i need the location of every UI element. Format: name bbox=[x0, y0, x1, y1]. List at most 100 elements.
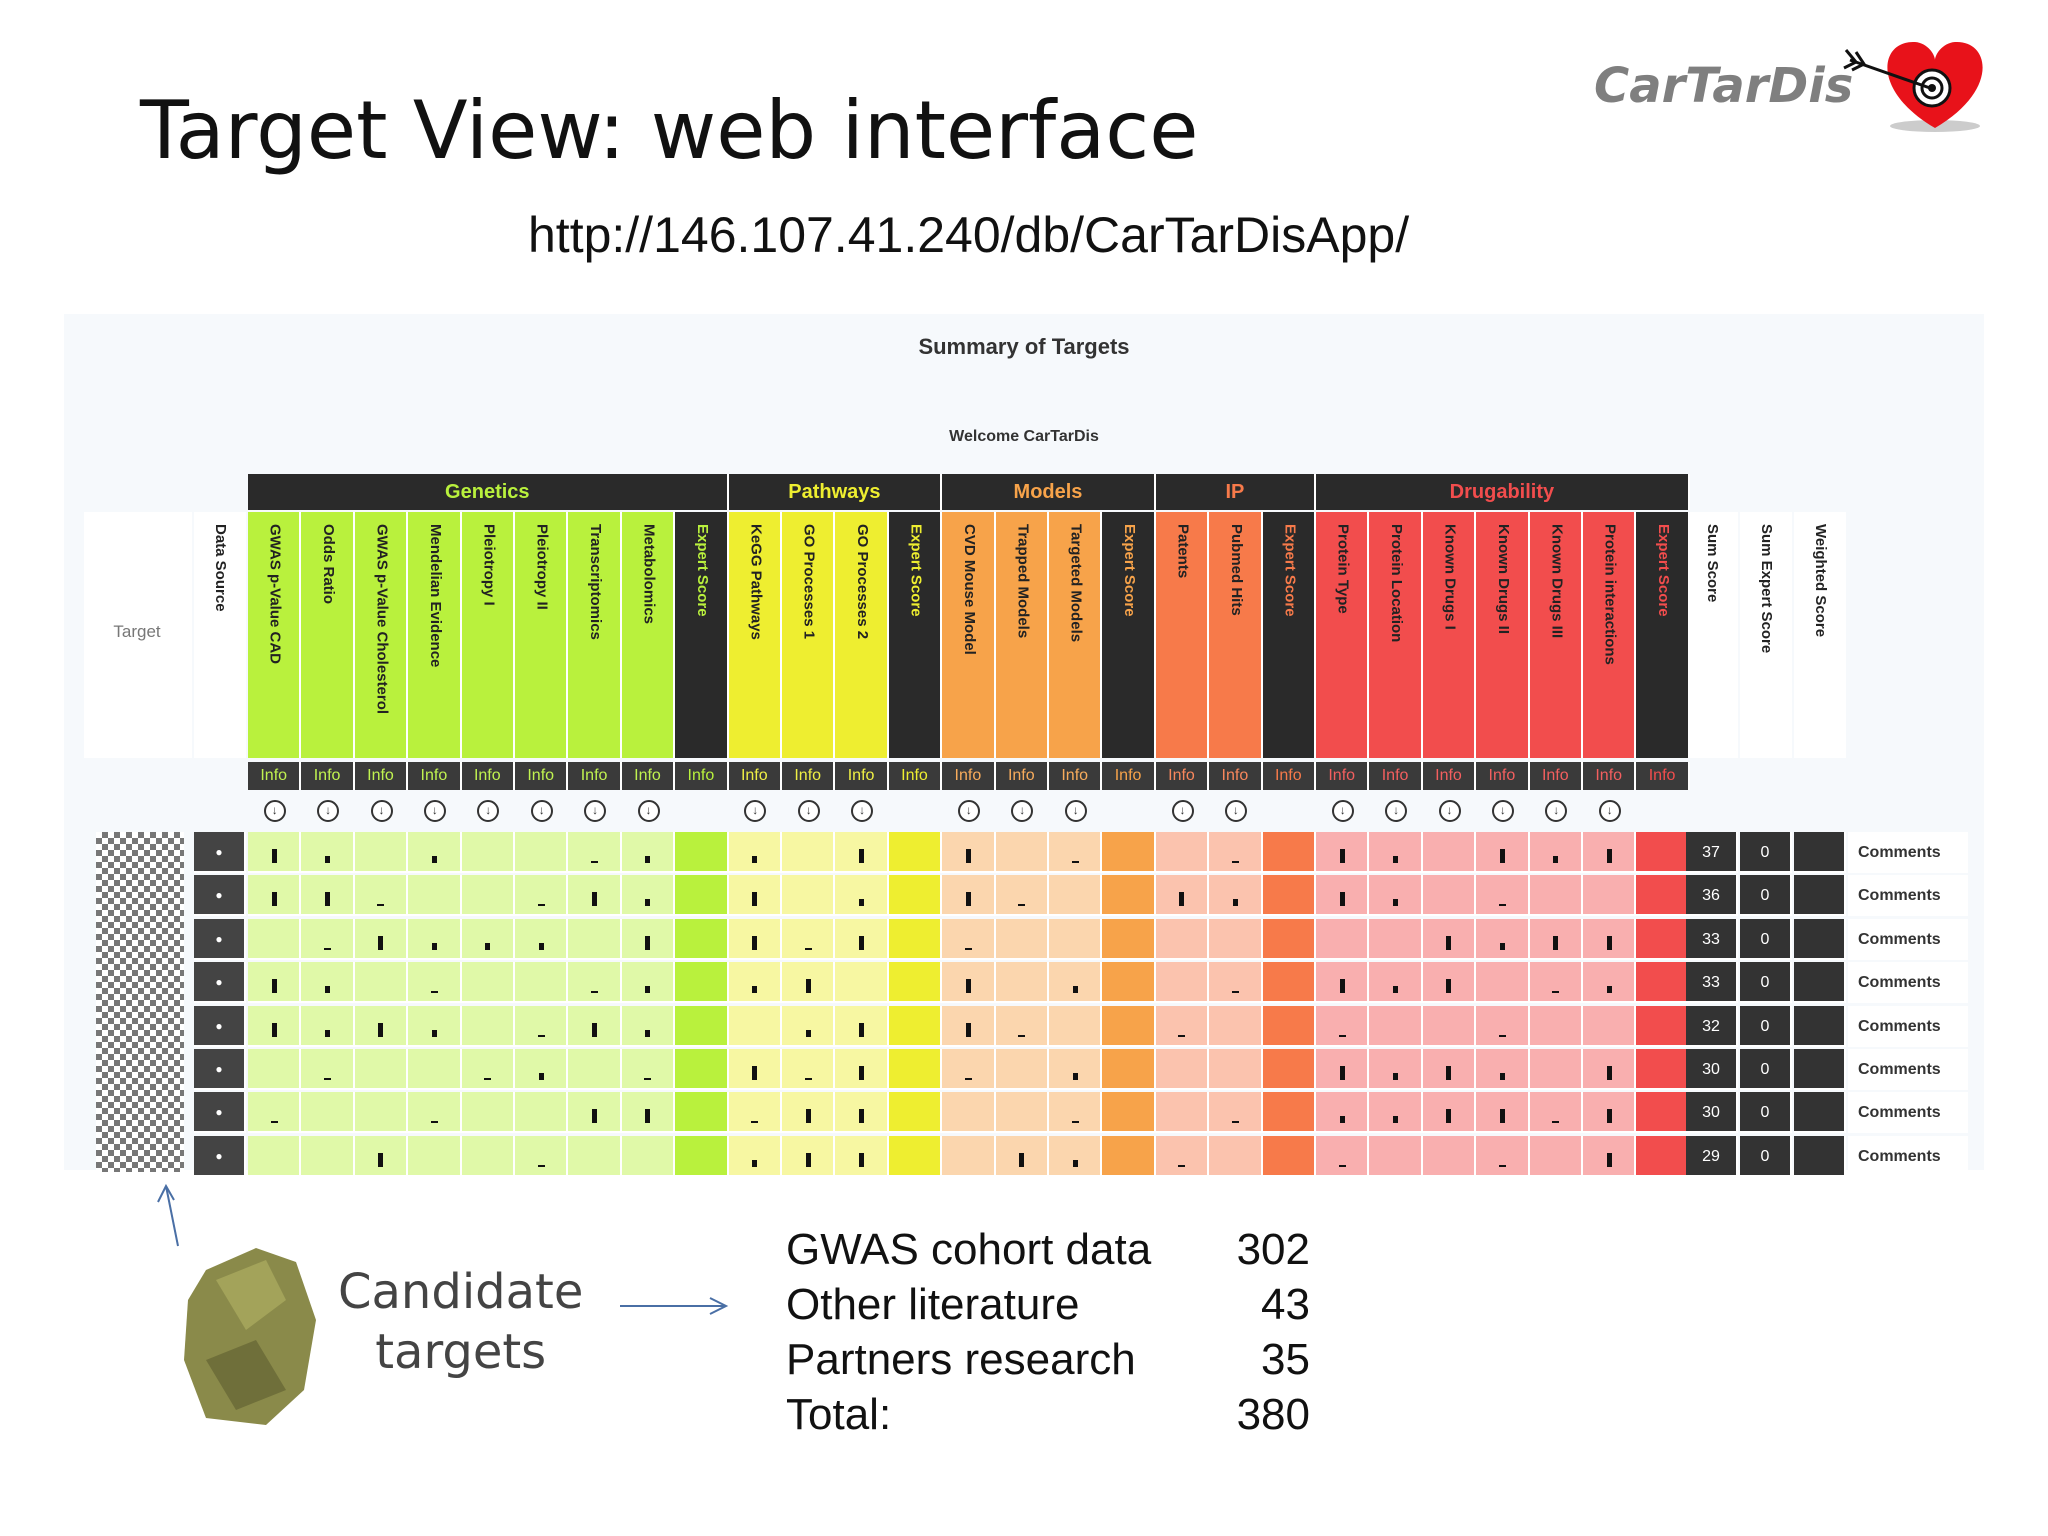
info-link[interactable]: Info bbox=[835, 762, 889, 790]
download-icon[interactable]: ↓ bbox=[957, 800, 980, 822]
download-icon[interactable]: ↓ bbox=[1224, 800, 1247, 822]
data-source-cell[interactable]: ● bbox=[194, 1092, 246, 1134]
weighted-score-cell bbox=[1794, 1005, 1846, 1047]
score-bar bbox=[965, 1022, 971, 1037]
comments-link[interactable]: Comments bbox=[1848, 962, 1968, 1004]
download-icon[interactable]: ↓ bbox=[1598, 800, 1621, 822]
score-bar bbox=[805, 1029, 811, 1037]
data-source-cell[interactable]: ● bbox=[194, 875, 246, 917]
download-icon[interactable]: ↓ bbox=[477, 800, 500, 822]
download-icon[interactable]: ↓ bbox=[263, 800, 286, 822]
info-link[interactable]: Info bbox=[1583, 762, 1637, 790]
info-link[interactable]: Info bbox=[1422, 762, 1477, 790]
info-link[interactable]: Info bbox=[782, 762, 836, 790]
info-link[interactable]: Info bbox=[675, 762, 729, 790]
score-cell bbox=[942, 918, 996, 960]
info-link[interactable]: Info bbox=[248, 762, 302, 790]
info-link[interactable]: Info bbox=[942, 762, 996, 790]
data-source-cell[interactable]: ● bbox=[194, 1005, 246, 1047]
score-cell bbox=[782, 875, 836, 917]
comments-link[interactable]: Comments bbox=[1848, 875, 1968, 917]
info-link[interactable]: Info bbox=[568, 762, 622, 790]
data-source-cell[interactable]: ● bbox=[194, 918, 246, 960]
score-bar bbox=[537, 1034, 545, 1037]
score-cell bbox=[782, 1092, 836, 1134]
download-icon[interactable]: ↓ bbox=[797, 800, 820, 822]
score-bar bbox=[431, 1029, 437, 1037]
info-link[interactable]: Info bbox=[888, 762, 943, 790]
score-cell bbox=[728, 1049, 782, 1090]
score-bar bbox=[271, 979, 277, 994]
score-cell bbox=[461, 832, 515, 873]
info-link[interactable]: Info bbox=[1049, 762, 1103, 790]
score-cell bbox=[1155, 875, 1210, 917]
info-link[interactable]: Info bbox=[995, 762, 1049, 790]
download-icon[interactable]: ↓ bbox=[530, 800, 553, 822]
column-header: KeGG Pathways bbox=[728, 512, 782, 758]
score-cell bbox=[568, 1135, 622, 1177]
score-bar bbox=[1231, 991, 1239, 994]
download-icon[interactable]: ↓ bbox=[637, 800, 660, 822]
score-cell bbox=[835, 1092, 889, 1134]
download-icon[interactable]: ↓ bbox=[1171, 800, 1194, 822]
download-icon[interactable]: ↓ bbox=[1385, 800, 1408, 822]
score-cell bbox=[1529, 1049, 1583, 1090]
score-cell bbox=[301, 1005, 355, 1047]
column-header: Targeted Models bbox=[1049, 512, 1103, 758]
score-cell bbox=[1155, 918, 1210, 960]
data-source-cell[interactable]: ● bbox=[194, 832, 246, 873]
info-link[interactable]: Info bbox=[1155, 762, 1210, 790]
download-icon[interactable]: ↓ bbox=[851, 800, 874, 822]
score-cell bbox=[1369, 832, 1423, 873]
info-link[interactable]: Info bbox=[728, 762, 782, 790]
download-icon[interactable]: ↓ bbox=[370, 800, 393, 822]
download-icon[interactable]: ↓ bbox=[1011, 800, 1034, 822]
info-link[interactable]: Info bbox=[1529, 762, 1583, 790]
score-cell bbox=[995, 1049, 1049, 1090]
download-icon[interactable]: ↓ bbox=[423, 800, 446, 822]
score-bar bbox=[1232, 899, 1238, 907]
download-icon[interactable]: ↓ bbox=[1545, 800, 1568, 822]
info-link[interactable]: Info bbox=[408, 762, 462, 790]
data-source-cell[interactable]: ● bbox=[194, 1135, 246, 1177]
score-bar bbox=[325, 892, 331, 907]
download-icon[interactable]: ↓ bbox=[317, 800, 340, 822]
comments-link[interactable]: Comments bbox=[1848, 1005, 1968, 1047]
score-cell bbox=[1529, 875, 1583, 917]
info-link[interactable]: Info bbox=[1209, 762, 1263, 790]
score-cell bbox=[1262, 1005, 1316, 1047]
download-icon[interactable]: ↓ bbox=[1064, 800, 1087, 822]
download-icon[interactable]: ↓ bbox=[1491, 800, 1514, 822]
data-source-cell[interactable]: ● bbox=[194, 962, 246, 1004]
info-link[interactable]: Info bbox=[515, 762, 569, 790]
column-header: Protein Type bbox=[1316, 512, 1370, 758]
score-bar bbox=[378, 935, 384, 950]
comments-link[interactable]: Comments bbox=[1848, 1049, 1968, 1090]
comments-link[interactable]: Comments bbox=[1848, 918, 1968, 960]
download-icon[interactable]: ↓ bbox=[744, 800, 767, 822]
weighted-score-cell bbox=[1794, 962, 1846, 1004]
score-bar bbox=[752, 1066, 758, 1080]
score-bar bbox=[965, 892, 971, 907]
info-link[interactable]: Info bbox=[1262, 762, 1316, 790]
info-link[interactable]: Info bbox=[461, 762, 515, 790]
info-link[interactable]: Info bbox=[621, 762, 676, 790]
download-icon[interactable]: ↓ bbox=[1438, 800, 1461, 822]
download-icon[interactable]: ↓ bbox=[1331, 800, 1354, 822]
info-link[interactable]: Info bbox=[1316, 762, 1370, 790]
score-cell bbox=[1049, 1135, 1103, 1177]
comments-link[interactable]: Comments bbox=[1848, 1135, 1968, 1177]
column-header: Transcriptomics bbox=[568, 512, 622, 758]
info-link[interactable]: Info bbox=[1102, 762, 1156, 790]
comments-link[interactable]: Comments bbox=[1848, 832, 1968, 873]
data-source-cell[interactable]: ● bbox=[194, 1049, 246, 1090]
info-link[interactable]: Info bbox=[354, 762, 409, 790]
info-link[interactable]: Info bbox=[301, 762, 355, 790]
comments-link[interactable]: Comments bbox=[1848, 1092, 1968, 1134]
download-icon[interactable]: ↓ bbox=[584, 800, 607, 822]
info-link[interactable]: Info bbox=[1476, 762, 1530, 790]
info-link[interactable]: Info bbox=[1636, 762, 1690, 790]
info-link[interactable]: Info bbox=[1369, 762, 1423, 790]
sum-expert-score-cell: 0 bbox=[1740, 1049, 1792, 1090]
score-bar bbox=[431, 942, 437, 950]
